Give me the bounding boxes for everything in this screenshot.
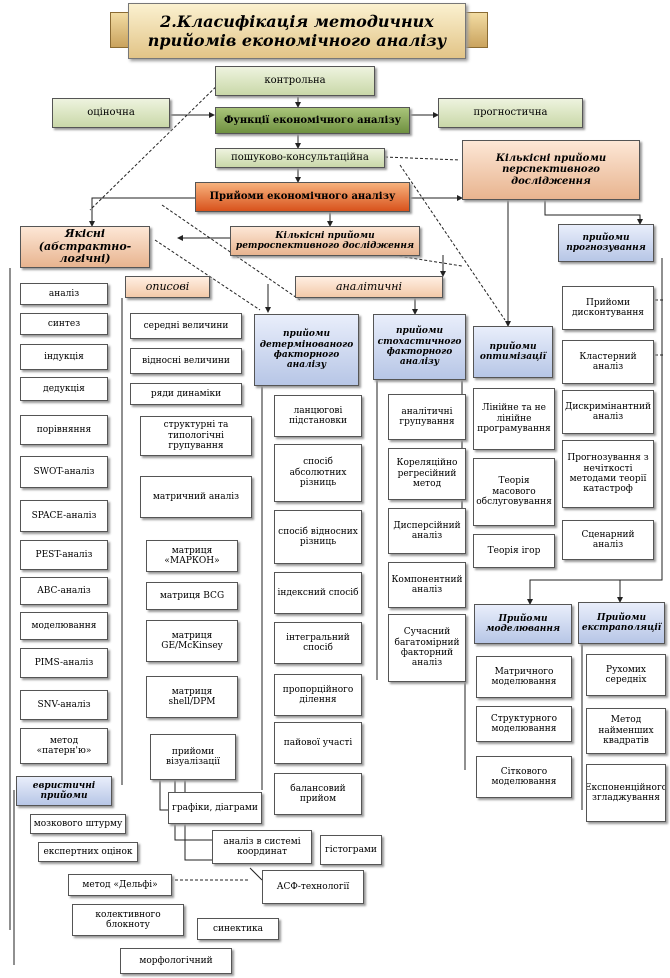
qual-item: SWOT-аналіз [20,456,108,488]
heur-item: колективного блокноту [72,904,184,936]
optim-item: Лінійне та не лінійне програмування [473,388,555,450]
desc-item: середні величини [130,313,242,339]
extrap-item: Експоненційного згладжування [586,764,666,822]
qual-item: PIMS-аналіз [20,648,108,678]
matrix-item: матриця GE/McKinsey [146,620,238,662]
qual-item: метод «патерн'ю» [20,728,108,764]
matrix-item: матриця shell/DPM [146,676,238,718]
determ-item: індексний спосіб [274,572,362,614]
determ-item: пайової участі [274,722,362,764]
economic-analysis-functions: Функції економічного аналізу [215,107,410,134]
heur-item: морфологічний [120,948,232,974]
extrap-item: Рухомих середніх [586,654,666,696]
quant-persp-methods: Кількісні прийоми перспективного дослідж… [462,140,640,200]
model-item: Матричного моделювання [476,656,572,698]
heur-item: метод «Дельфі» [68,874,172,896]
forecasting-methods: прийоми прогнозування [558,224,654,262]
optimization-methods: прийоми оптимізації [473,326,553,378]
forecast-item: Прийоми дисконтування [562,286,654,330]
determ-factor-analysis: прийоми детермінованого факторного аналі… [254,314,359,386]
stoch-item: Компонентний аналіз [388,562,466,608]
qual-item: дедукція [20,377,108,401]
qual-item: порівняння [20,415,108,445]
determ-item: балансовий прийом [274,773,362,815]
optim-item: Теорія масового обслуговування [473,458,555,526]
heur-item: синектика [197,918,279,940]
visual-item: графіки, діаграми [168,792,262,824]
economic-analysis-methods: Прийоми економічного аналізу [195,182,410,212]
analytic-methods: аналітичні [295,276,443,298]
extrapolation-methods: Прийоми екстраполяції [578,602,665,644]
forecast-item: Дискримінантний аналіз [562,390,654,434]
quant-retro-methods: Кількісні прийоми ретроспективного дослі… [230,226,420,256]
stoch-item: аналітичні групування [388,394,466,440]
forecast-item: Прогнозування з нечіткості методами теор… [562,440,654,508]
visual-item: АСФ-технології [262,870,364,904]
qual-item: PEST-аналіз [20,540,108,570]
function-evaluative: оціночна [52,98,170,128]
qual-item: моделювання [20,612,108,640]
determ-item: спосіб абсолютних різниць [274,444,362,502]
qual-item: ABC-аналіз [20,577,108,605]
function-control: контрольна [215,66,375,96]
determ-item: ланцюгові підстановки [274,395,362,437]
determ-item: пропорційного ділення [274,674,362,716]
forecast-item: Кластерний аналіз [562,340,654,384]
heuristic-methods: евристичні прийоми [16,776,112,806]
stoch-factor-analysis: прийоми стохастичного факторного аналізу [373,314,466,380]
function-search: пошуково-консультаційна [215,148,385,168]
modeling-methods: Прийоми моделювання [474,604,572,644]
qual-item: аналіз [20,283,108,305]
desc-item: матричний аналіз [140,476,252,518]
page-title: 2.Класифікація методичних прийомів еконо… [128,3,466,59]
heur-item: мозкового штурму [30,814,126,834]
stoch-item: Сучасний багатомірний факторний аналіз [388,614,466,682]
determ-item: інтегральний спосіб [274,622,362,664]
stoch-item: Кореляційно регресійний метод [388,448,466,500]
visualization-methods: прийоми візуалізації [150,734,236,780]
heur-item: експертних оцінок [38,842,138,862]
qual-item: індукція [20,344,108,370]
determ-item: спосіб відносних різниць [274,510,362,564]
qual-item: SPACE-аналіз [20,500,108,532]
model-item: Сіткового моделювання [476,756,572,798]
desc-item: структурні та типологічні групування [140,416,252,456]
qualitative-methods: Якісні (абстрактно-логічні) [20,226,150,268]
function-forecast: прогностична [438,98,583,128]
descriptive-methods: описові [125,276,210,298]
qual-item: SNV-аналіз [20,690,108,720]
desc-item: ряди динаміки [130,383,242,405]
extrap-item: Метод найменших квадратів [586,708,666,754]
qual-item: синтез [20,313,108,335]
visual-item: аналіз в системі координат [212,830,312,864]
stoch-item: Дисперсійний аналіз [388,508,466,554]
matrix-item: матриця «МАРКОН» [146,540,238,572]
matrix-item: матриця BCG [146,582,238,610]
optim-item: Теорія ігор [473,534,555,568]
desc-item: відносні величини [130,348,242,374]
visual-item: гістограми [320,835,382,865]
model-item: Структурного моделювання [476,706,572,742]
forecast-item: Сценарний аналіз [562,520,654,560]
